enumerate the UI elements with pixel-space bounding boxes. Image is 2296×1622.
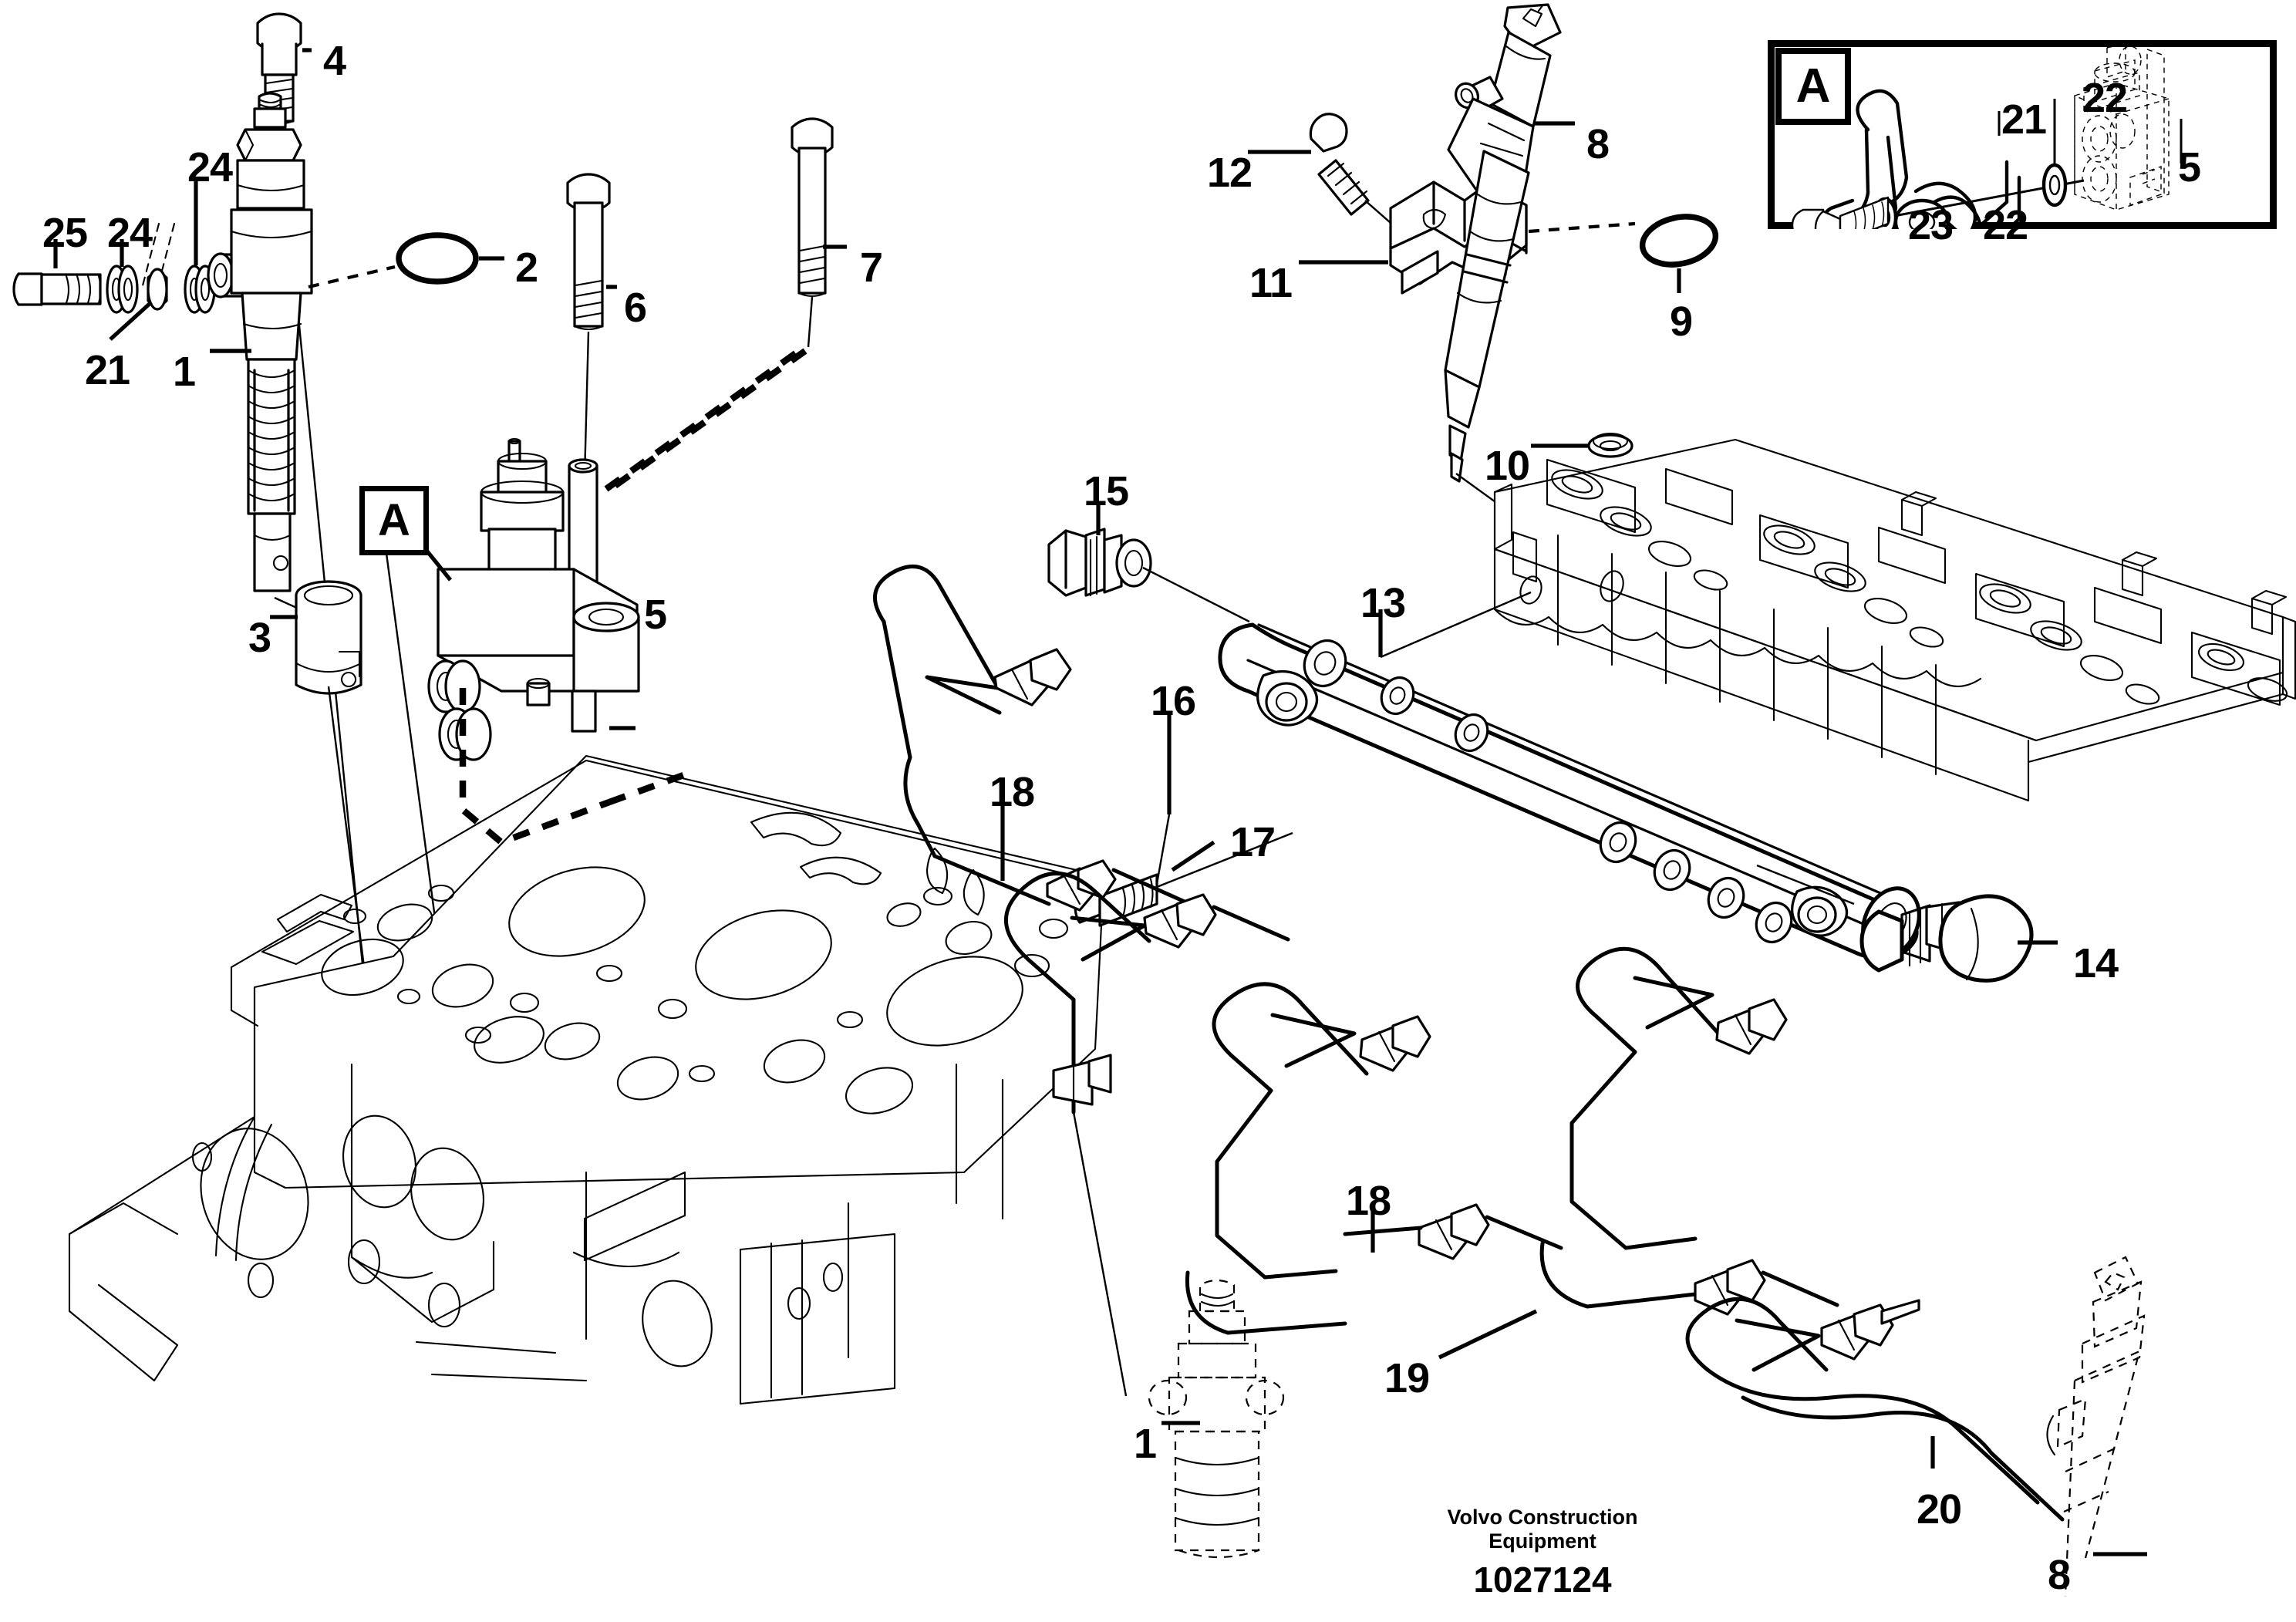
callout-16-bolt: 16 bbox=[1151, 678, 1196, 724]
oring-2-assembly-line bbox=[308, 265, 396, 289]
part-20-pipe bbox=[1685, 1297, 2065, 1522]
part-6-bolt bbox=[566, 173, 611, 331]
leader-21 bbox=[109, 301, 153, 341]
detail-view-a-artwork: .d { fill:none; stroke:#000; stroke-widt… bbox=[1791, 40, 2183, 229]
callout-15-plug: 15 bbox=[1084, 468, 1129, 514]
part-1-injector-lower bbox=[1148, 1279, 1285, 1559]
callout-4-bolt: 4 bbox=[323, 38, 346, 84]
detail-callout-5: 5 bbox=[2178, 144, 2201, 191]
callout-12-bolt: 12 bbox=[1207, 150, 1253, 196]
part-9-o-ring bbox=[1639, 214, 1719, 268]
part-14-pressure-sensor bbox=[1756, 864, 2034, 983]
callout-24-washer-lower: 24 bbox=[107, 210, 153, 256]
part-24-washer-a bbox=[106, 265, 139, 314]
callout-19-pipe: 19 bbox=[1384, 1355, 1430, 1401]
callout-25-bolt: 25 bbox=[42, 210, 88, 256]
manufacturer-name-line1: Volvo Construction bbox=[1447, 1506, 1638, 1529]
part-19-pipe bbox=[1539, 946, 1839, 1316]
detail-marker-a-frame: A bbox=[1775, 48, 1851, 125]
part-5-fuel-pump bbox=[427, 437, 640, 761]
oring-9-assembly-line bbox=[1528, 221, 1636, 234]
callout-8-injector: 8 bbox=[1586, 121, 1610, 167]
callout-5-fuel-pump: 5 bbox=[644, 592, 667, 638]
part-17-pipe bbox=[1003, 872, 1290, 1114]
callout-17-pipe: 17 bbox=[1230, 819, 1276, 865]
part-18-pipe-lower bbox=[1185, 982, 1563, 1335]
detail-callout-21: 21 bbox=[2001, 96, 2047, 143]
part-13-fuel-rail bbox=[1218, 622, 1921, 961]
part-25-bolt bbox=[12, 272, 102, 306]
part-8-injector-lower bbox=[2046, 1256, 2146, 1597]
callout-6-bolt: 6 bbox=[624, 285, 647, 331]
callout-8-injector-lower: 8 bbox=[2048, 1552, 2071, 1598]
leader-19 bbox=[1438, 1309, 1538, 1360]
callout-14-sensor: 14 bbox=[2073, 940, 2119, 986]
callout-20-pipe: 20 bbox=[1917, 1486, 1962, 1533]
detail-marker-a-left: A bbox=[359, 486, 429, 555]
detail-view-frame-a bbox=[1768, 40, 2277, 229]
cylinder-head-left bbox=[68, 754, 1104, 1405]
part-15-plug bbox=[1047, 528, 1152, 597]
callout-18-pipe-lower: 18 bbox=[1346, 1178, 1391, 1224]
callout-24-washer-upper: 24 bbox=[187, 144, 233, 191]
cylinder-head-right bbox=[1493, 438, 2296, 802]
manufacturer-name-line2: Equipment bbox=[1489, 1529, 1596, 1553]
callout-3-sleeve: 3 bbox=[248, 615, 271, 661]
callout-21-seal: 21 bbox=[85, 347, 130, 393]
detail-callout-22-bottom: 22 bbox=[1983, 202, 2028, 248]
assembly-path-5 bbox=[604, 346, 804, 492]
part-12-bolt bbox=[1309, 113, 1410, 240]
callout-1-injector-lower: 1 bbox=[1134, 1421, 1157, 1467]
drawing-watermark: Volvo Construction Equipment 1027124 bbox=[1427, 1506, 1658, 1600]
part-16-bolt bbox=[1074, 831, 1293, 927]
callout-10-copper-washer: 10 bbox=[1485, 443, 1530, 489]
detail-callout-23: 23 bbox=[1908, 202, 1954, 248]
part-18-pipe-upper bbox=[872, 565, 1216, 917]
part-2-o-ring bbox=[396, 232, 479, 285]
drawing-number: 1027124 bbox=[1473, 1560, 1612, 1600]
part-1-unit-injector bbox=[207, 92, 313, 592]
part-8-injector bbox=[1444, 3, 1562, 483]
part-7-bolt bbox=[791, 117, 834, 298]
callout-7-bolt: 7 bbox=[860, 244, 883, 291]
callout-13-fuel-rail: 13 bbox=[1360, 580, 1406, 626]
callout-18-pipe-upper: 18 bbox=[990, 769, 1035, 815]
callout-9-o-ring: 9 bbox=[1670, 298, 1693, 345]
callout-2-o-ring: 2 bbox=[515, 244, 538, 291]
part-10-copper-washer bbox=[1587, 432, 1633, 458]
detail-callout-22-top: 22 bbox=[2082, 75, 2128, 121]
assembly-path-3-to-head bbox=[459, 688, 611, 846]
leader-17 bbox=[1171, 840, 1215, 872]
callout-1-unit-injector: 1 bbox=[173, 349, 196, 395]
callout-11-injector-clamp: 11 bbox=[1249, 260, 1293, 306]
part-3-injector-sleeve bbox=[295, 580, 362, 695]
